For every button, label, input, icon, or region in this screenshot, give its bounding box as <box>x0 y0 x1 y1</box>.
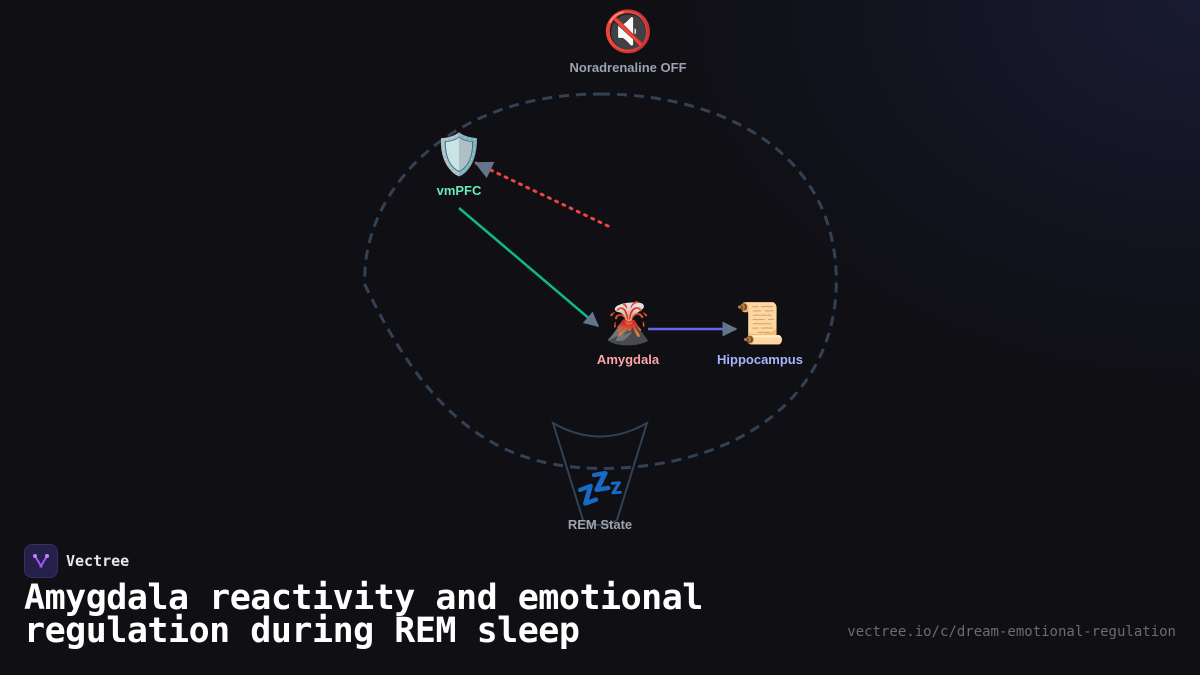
edge-inhibited-vmpfc <box>474 161 610 228</box>
node-rem-state[interactable]: 💤 REM State <box>568 465 632 532</box>
node-label-vmpfc: vmPFC <box>436 183 482 198</box>
node-label-hippocampus: Hippocampus <box>717 352 803 367</box>
rem-cup-outline <box>551 420 649 526</box>
title-line-2: regulation during REM sleep <box>24 611 580 651</box>
shield-icon: 🛡️ <box>434 132 484 178</box>
muted-speaker-icon: 🔇 <box>603 9 653 55</box>
node-label-amygdala: Amygdala <box>596 352 660 367</box>
edge-vmpfc-amygdala <box>458 207 600 327</box>
vectree-logo-icon <box>24 544 58 578</box>
volcano-icon: 🌋 <box>603 301 653 347</box>
brand: Vectree <box>24 544 129 578</box>
node-vmpfc[interactable]: 🛡️ vmPFC <box>434 131 484 198</box>
node-label-rem: REM State <box>567 517 633 532</box>
node-hippocampus[interactable]: 📜 Hippocampus <box>717 300 803 367</box>
scroll-icon: 📜 <box>735 301 785 347</box>
node-amygdala[interactable]: 🌋 Amygdala <box>597 300 659 367</box>
node-noradrenaline[interactable]: 🔇 Noradrenaline OFF <box>569 8 686 75</box>
brain-boundary <box>363 92 838 470</box>
title-line-1: Amygdala reactivity and emotional <box>24 578 703 618</box>
brand-name: Vectree <box>66 552 130 570</box>
zzz-icon: 💤 <box>575 466 625 512</box>
page-title: Amygdala reactivity and emotional regula… <box>24 581 784 651</box>
source-url[interactable]: vectree.io/c/dream-emotional-regulation <box>847 624 1176 640</box>
node-label-noradrenaline: Noradrenaline OFF <box>569 60 687 75</box>
